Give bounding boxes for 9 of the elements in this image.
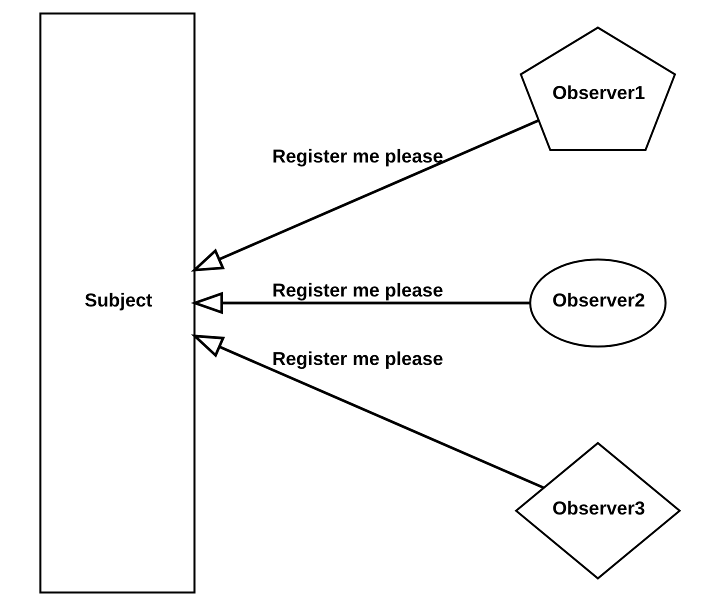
node-diamond: Observer3 bbox=[514, 442, 681, 580]
arrow bbox=[190, 119, 538, 272]
node-ellipse: Observer2 bbox=[528, 258, 666, 348]
edge-label: Register me please bbox=[272, 280, 443, 301]
edge-label: Register me please bbox=[272, 348, 443, 369]
edge-label: Register me please bbox=[272, 146, 443, 167]
arrow bbox=[190, 292, 530, 314]
arrow bbox=[190, 334, 544, 489]
node-box: Subject bbox=[38, 12, 195, 594]
